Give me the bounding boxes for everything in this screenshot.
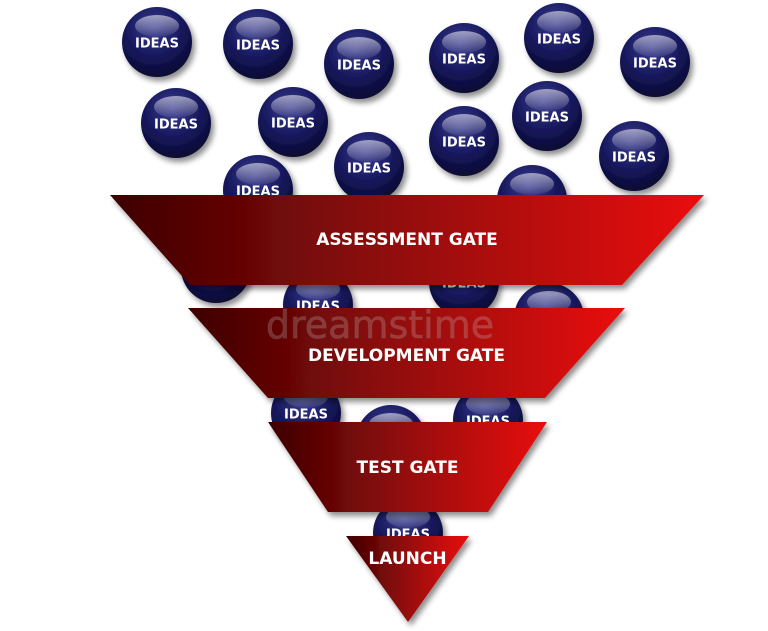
assessment-gate-shape <box>110 195 704 285</box>
ball-highlight <box>442 31 486 53</box>
idea-ball: IDEAS <box>258 87 328 157</box>
watermark: dreamstime <box>266 303 494 347</box>
idea-ball: IDEAS <box>334 132 404 202</box>
ball-highlight <box>442 114 486 136</box>
ball-label: IDEAS <box>442 136 486 151</box>
development-gate-shape <box>188 308 625 398</box>
ball-highlight <box>236 163 280 185</box>
launch-gate-shape <box>346 536 469 622</box>
ball-highlight <box>510 173 554 195</box>
idea-ball: IDEAS <box>141 88 211 158</box>
assessment-gate-label: ASSESSMENT GATE <box>316 230 498 250</box>
idea-ball: IDEAS <box>122 7 192 77</box>
ball-label: IDEAS <box>135 37 179 52</box>
ball-label: IDEAS <box>337 59 381 74</box>
idea-ball: IDEAS <box>429 106 499 176</box>
idea-ball: IDEAS <box>512 81 582 151</box>
idea-ball: IDEAS <box>620 27 690 97</box>
ball-label: IDEAS <box>612 151 656 166</box>
ball-highlight <box>236 17 280 39</box>
ball-highlight <box>337 37 381 59</box>
idea-ball: IDEAS <box>599 121 669 191</box>
development-gate-label: DEVELOPMENT GATE <box>308 346 505 366</box>
ball-highlight <box>633 35 677 57</box>
funnel-gates <box>110 195 704 622</box>
ball-label: IDEAS <box>154 118 198 133</box>
ball-highlight <box>466 393 510 415</box>
ball-label: IDEAS <box>236 39 280 54</box>
ball-highlight <box>347 140 391 162</box>
ball-label: IDEAS <box>525 111 569 126</box>
test-gate-label: TEST GATE <box>357 458 459 478</box>
ball-highlight <box>537 11 581 33</box>
ball-label: IDEAS <box>537 33 581 48</box>
ball-label: IDEAS <box>633 57 677 72</box>
idea-ball: IDEAS <box>324 29 394 99</box>
ball-label: IDEAS <box>271 117 315 132</box>
idea-ball: IDEAS <box>429 23 499 93</box>
ball-highlight <box>525 89 569 111</box>
idea-ball: IDEAS <box>223 9 293 79</box>
ball-highlight <box>271 95 315 117</box>
ball-highlight <box>154 96 198 118</box>
idea-ball: IDEAS <box>524 3 594 73</box>
launch-gate-label: LAUNCH <box>368 549 446 569</box>
ball-label: IDEAS <box>442 53 486 68</box>
ball-label: IDEAS <box>347 162 391 177</box>
test-gate-shape <box>268 422 547 512</box>
ball-label: IDEAS <box>284 408 328 423</box>
ball-highlight <box>527 291 571 313</box>
ball-highlight <box>612 129 656 151</box>
gate-labels: ASSESSMENT GATE DEVELOPMENT GATE TEST GATE… <box>308 230 505 569</box>
ball-highlight <box>135 15 179 37</box>
